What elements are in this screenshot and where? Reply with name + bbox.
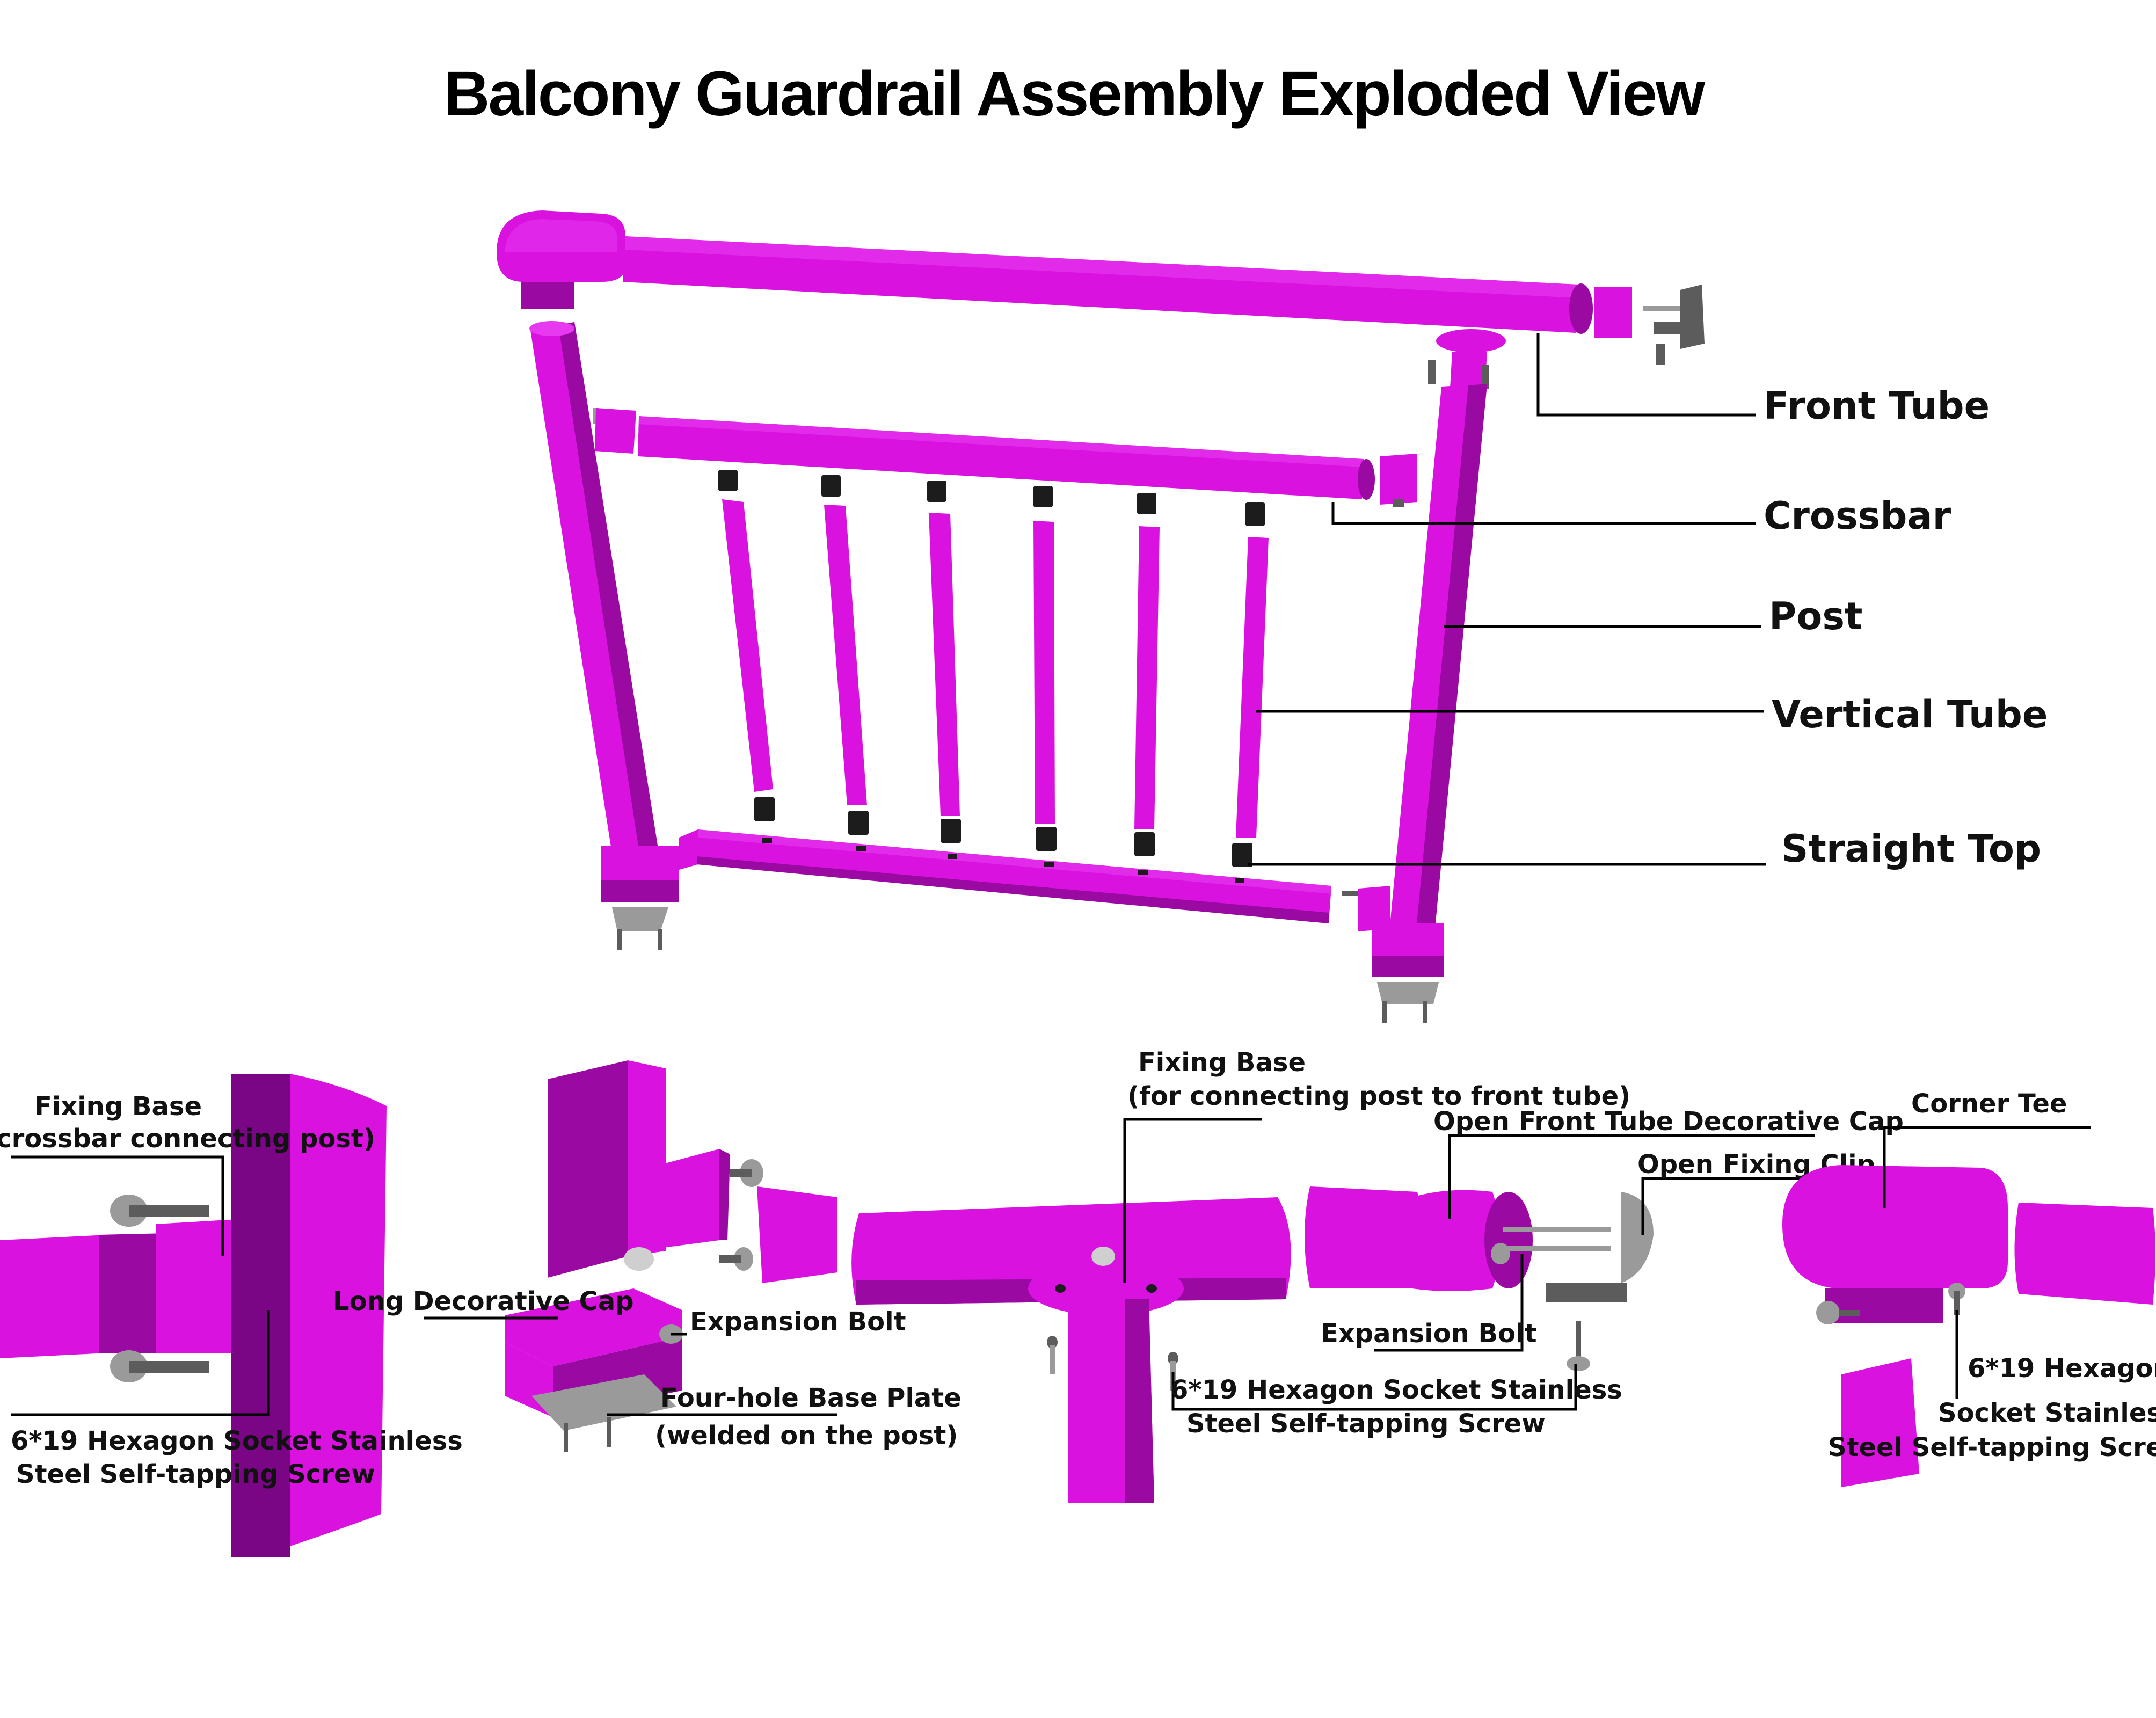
label-screw-right-3: Steel Self-tapping Screw — [1828, 1432, 2156, 1462]
main-assembly — [497, 210, 1705, 1023]
label-fixing-base-crossbar-2: (crossbar connecting post) — [0, 1124, 375, 1154]
diagram-title: Balcony Guardrail Assembly Exploded View — [444, 59, 1706, 129]
label-straight-top: Straight Top — [1781, 827, 2041, 871]
vertical-tube-4 — [1033, 486, 1057, 851]
vertical-tubes-group — [718, 470, 1269, 867]
vertical-tube-3 — [927, 481, 961, 843]
straight-top-part — [679, 829, 1390, 931]
label-screw-right-2: Socket Stainless — [1938, 1398, 2156, 1428]
label-base-plate-2: (welded on the post) — [655, 1421, 958, 1451]
vertical-tube-5 — [1134, 493, 1160, 856]
label-screw-center-1: 6*19 Hexagon Socket Stainless — [1170, 1375, 1622, 1405]
vertical-tube-1 — [718, 470, 775, 821]
label-screw-left-1: 6*19 Hexagon Socket Stainless — [11, 1426, 463, 1456]
label-crossbar: Crossbar — [1764, 494, 1951, 538]
label-screw-right-1: 6*19 Hexagon — [1968, 1353, 2156, 1384]
front-tube-end-cap — [1594, 285, 1705, 365]
detail-corner-tee: Corner Tee 6*19 Hexagon Socket Stainless… — [1782, 1089, 2156, 1487]
label-screw-center-2: Steel Self-tapping Screw — [1186, 1409, 1546, 1439]
detail-base-plate: Long Decorative Cap Expansion Bolt Four-… — [333, 1060, 962, 1452]
label-post: Post — [1769, 594, 1863, 638]
front-tube-part — [623, 236, 1593, 334]
vertical-tube-2 — [821, 475, 869, 835]
label-front-tube: Front Tube — [1764, 384, 1990, 428]
label-expansion-bolt-mid: Expansion Bolt — [690, 1307, 906, 1337]
label-vertical-tube: Vertical Tube — [1772, 693, 2048, 737]
vertical-tube-6 — [1232, 502, 1269, 867]
label-open-front-tube-cap: Open Front Tube Decorative Cap — [1433, 1106, 1904, 1137]
detail-crossbar-fixing: Fixing Base (crossbar connecting post) 6… — [0, 1074, 463, 1557]
label-corner-tee: Corner Tee — [1911, 1089, 2067, 1119]
label-expansion-bolt-right: Expansion Bolt — [1321, 1319, 1537, 1349]
left-post-part — [529, 321, 658, 854]
label-fixing-base-front-1: Fixing Base — [1138, 1047, 1306, 1078]
right-post-base — [1372, 923, 1444, 1023]
label-long-decorative-cap: Long Decorative Cap — [333, 1286, 634, 1316]
top-labels: Front Tube Crossbar Post Vertical Tube S… — [1248, 333, 2048, 871]
label-fixing-base-front-2: (for connecting post to front tube) — [1127, 1081, 1630, 1111]
left-post-base — [601, 846, 679, 950]
label-base-plate-1: Four-hole Base Plate — [660, 1383, 962, 1413]
top-left-corner-cap — [497, 210, 625, 309]
label-fixing-base-crossbar-1: Fixing Base — [34, 1091, 202, 1122]
label-screw-left-2: Steel Self-tapping Screw — [16, 1459, 375, 1489]
crossbar-part — [593, 408, 1417, 507]
detail-front-tube-fixing: Fixing Base (for connecting post to fron… — [851, 1047, 1904, 1503]
